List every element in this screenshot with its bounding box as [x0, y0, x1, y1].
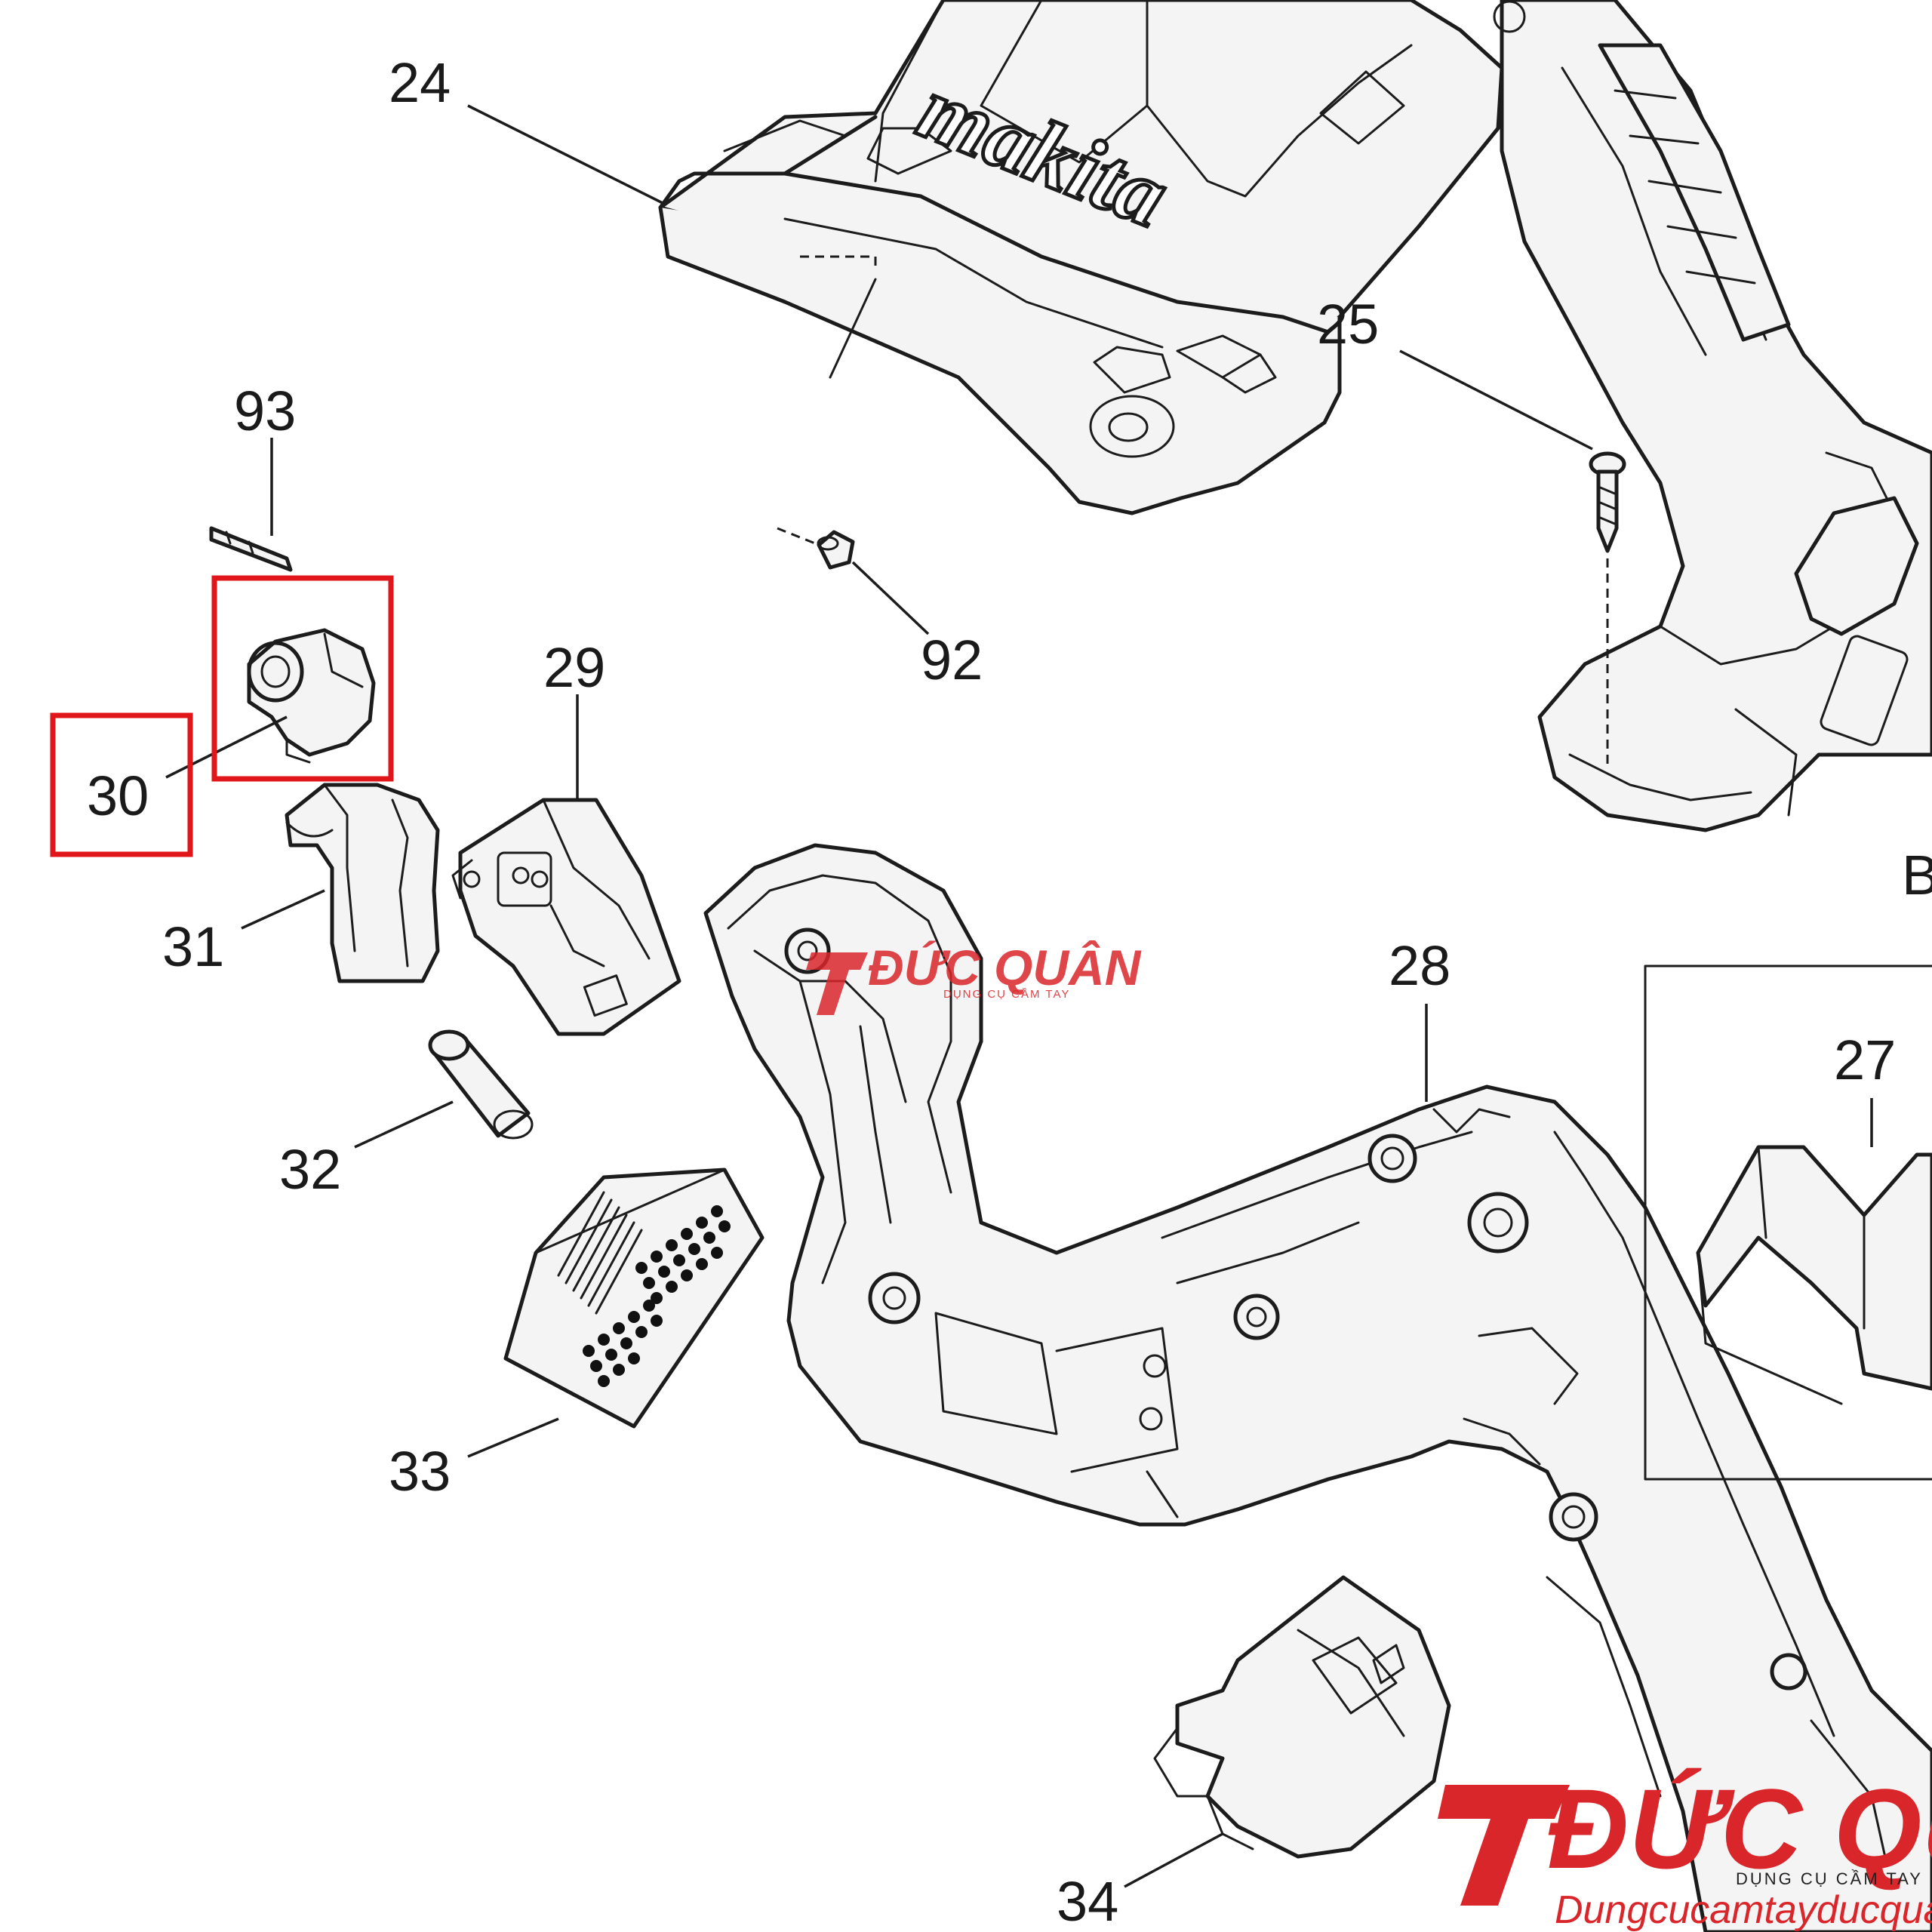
- callout-24: 24: [389, 51, 451, 114]
- part-30-switch: [247, 628, 376, 764]
- part-31-trigger: [285, 783, 440, 983]
- leader-34: [1124, 1832, 1223, 1888]
- leader-24: [467, 104, 665, 205]
- watermark-logo-text: ĐỨC QUÂN: [1547, 1765, 1932, 1892]
- part-24-housing: [658, 0, 1504, 515]
- leader-31: [241, 889, 325, 930]
- watermark-url: Dungcucamtayducquan.com: [1555, 1888, 1932, 1932]
- callout-28: 28: [1389, 934, 1451, 997]
- part-93-pin: [209, 526, 293, 572]
- part-92-sleeve: [777, 527, 855, 570]
- part-24-handle: [1493, 0, 1932, 832]
- callout-34: 34: [1057, 1870, 1118, 1932]
- watermark-logo: ĐỨC QUÂN DỤNG CỤ CẦM TAY Dungcucamtayduc…: [1438, 1765, 1932, 1932]
- callout-30: 30: [87, 764, 149, 827]
- callout-33: 33: [389, 1440, 451, 1503]
- leader-30: [165, 715, 288, 779]
- leader-32: [354, 1100, 454, 1149]
- leader-33: [467, 1417, 559, 1458]
- part-25-screw: [1589, 451, 1626, 770]
- watermark-logo-icon: [1438, 1785, 1570, 1906]
- part-27-inset: [1644, 964, 1932, 1481]
- callout-31: 31: [162, 915, 224, 978]
- highlight-box-callout-30: [50, 712, 193, 857]
- leader-25: [1399, 349, 1593, 451]
- part-33-grille: [503, 1168, 764, 1429]
- watermark-center: ĐỨC QUÂN DỤNG CỤ CẦM TAY: [806, 940, 1142, 1015]
- part-34-terminal: [1153, 1575, 1451, 1859]
- callout-29: 29: [543, 636, 605, 699]
- callout-27: 27: [1834, 1029, 1896, 1091]
- grille-holes: [583, 1205, 731, 1387]
- watermark-center-text: ĐỨC QUÂN: [868, 940, 1142, 995]
- watermark-logo-tagline: DỤNG CỤ CẦM TAY: [1736, 1869, 1923, 1888]
- part-32-cylinder: [428, 1029, 534, 1140]
- watermark-center-logo-icon: [806, 952, 868, 1015]
- callout-25: 25: [1317, 293, 1379, 355]
- callout-32: 32: [279, 1138, 341, 1201]
- watermark-center-subtext: DỤNG CỤ CẦM TAY: [943, 988, 1070, 1001]
- callout-bc: BC: [1902, 844, 1932, 906]
- callout-93: 93: [234, 380, 296, 442]
- leader-92: [851, 561, 930, 635]
- part-29-switch-housing: [451, 798, 681, 1036]
- part-28-housing: [703, 843, 1932, 1932]
- callout-92: 92: [921, 629, 983, 691]
- highlight-box-part-30: [211, 575, 394, 782]
